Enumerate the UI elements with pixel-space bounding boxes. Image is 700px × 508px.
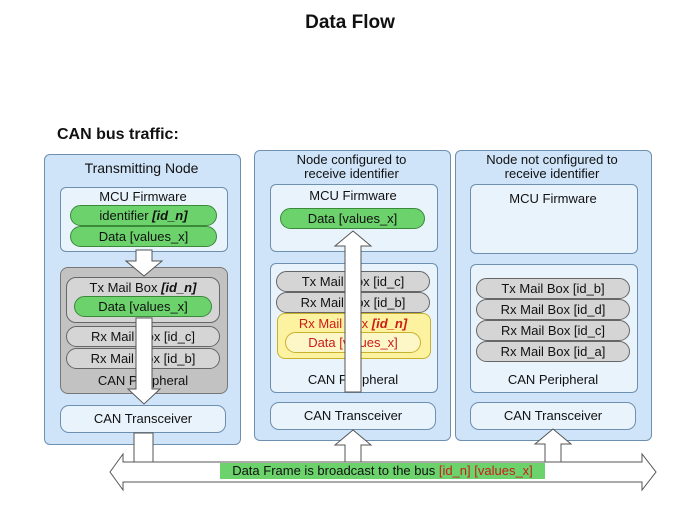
node3-mcu-label: MCU Firmware — [509, 191, 597, 206]
node1-tx-value: [id_n] — [161, 280, 197, 295]
arrow-node3-bus-to-transceiver — [533, 428, 573, 463]
arrow-node1-tx-to-transceiver — [126, 317, 162, 405]
node3-mcu-firmware — [470, 184, 638, 254]
arrow-node2-bus-to-transceiver — [333, 429, 373, 463]
arrow-node1-mcu-to-tx — [124, 249, 164, 277]
bus-highlight-band — [220, 463, 545, 479]
node1-can-transceiver: CAN Transceiver — [60, 405, 226, 433]
node2-mcu-label: MCU Firmware — [309, 188, 397, 203]
page-title: Data Flow — [305, 12, 395, 33]
node3-rx-mailbox-1: Rx Mail Box [id_d] — [476, 299, 630, 320]
node3-heading: Node not configured to receive identifie… — [486, 152, 618, 181]
node3-can-transceiver: CAN Transceiver — [470, 402, 636, 430]
node1-mcu-label: MCU Firmware — [99, 189, 187, 204]
node3-peripheral-label: CAN Peripheral — [507, 372, 599, 387]
node2-heading: Node configured to receive identifier — [296, 152, 407, 181]
arrow-node2-rx-to-mcu — [333, 230, 373, 393]
node3-tx-mailbox: Tx Mail Box [id_b] — [476, 278, 630, 299]
arrow-node1-transceiver-to-bus — [133, 432, 154, 464]
node1-heading: Transmitting Node — [84, 160, 199, 176]
node2-data-pill: Data [values_x] — [280, 208, 425, 229]
node1-data-pill: Data [values_x] — [70, 226, 217, 247]
node1-tx-prefix: Tx Mail Box — [89, 280, 162, 295]
section-subtitle: CAN bus traffic: — [57, 126, 179, 143]
node3-rx-mailbox-2: Rx Mail Box [id_c] — [476, 320, 630, 341]
bus-label-highlight: [id_n] [values_x] — [438, 463, 533, 478]
bus-label: Data Frame is broadcast to the bus [id_n… — [220, 463, 545, 479]
bus-label-text: Data Frame is broadcast to the bus — [232, 463, 439, 478]
node1-tx-data-pill: Data [values_x] — [74, 296, 212, 317]
node1-identifier-pill: identifier [id_n] — [70, 205, 217, 226]
node1-identifier-prefix: identifier — [99, 208, 153, 223]
node3-rx-mailbox-3: Rx Mail Box [id_a] — [476, 341, 630, 362]
node2-rx-value: [id_n] — [371, 316, 408, 331]
node2-can-transceiver: CAN Transceiver — [270, 402, 436, 430]
node1-identifier-value: [id_n] — [152, 208, 188, 223]
